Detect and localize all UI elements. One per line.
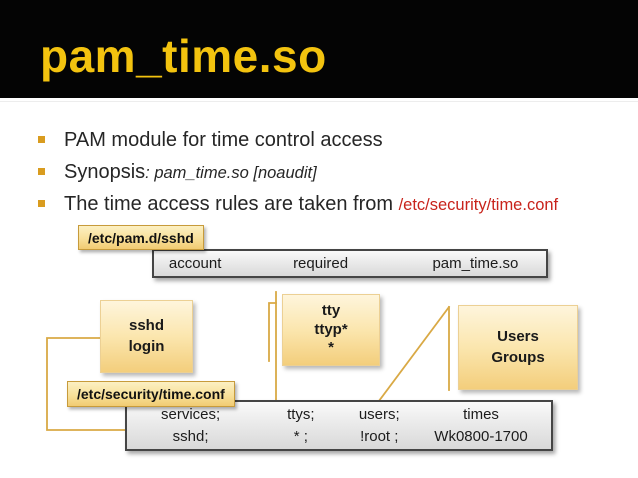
bullet-2-text: Synopsis [64,161,146,183]
services-box-line-1: sshd [128,317,164,335]
time-col-services: services; [161,406,221,424]
tty-box-line-3: * [328,339,334,357]
time-val-service: sshd; [172,427,209,445]
bullet-3-text: The time access rules are taken from [64,193,399,215]
users-groups-box: Users Groups [458,305,578,390]
users-diagonal-connector [371,305,451,411]
services-box: sshd login [100,300,193,373]
time-conf-table: services; ttys; users; times sshd; * ; !… [125,400,553,451]
tty-box: tty ttyp* * [282,294,380,366]
bullet-item-3: The time access rules are taken from /et… [38,192,624,217]
title-divider [0,99,638,102]
bullet-2-detail: : pam_time.so [noaudit] [145,164,317,182]
bullet-item-1: PAM module for time control access [38,128,624,153]
bullet-square-icon [38,136,45,143]
time-val-tty: * ; [293,427,308,445]
time-conf-file-label: /etc/security/time.conf [67,381,235,407]
bullet-1-text: PAM module for time control access [64,129,383,151]
bullet-3-path: /etc/security/time.conf [398,196,559,214]
time-col-users: users; [358,406,400,424]
time-val-user: !root ; [360,427,399,445]
time-val-time: Wk0800-1700 [434,427,528,445]
time-col-ttys: ttys; [287,406,315,424]
services-box-line-2: login [128,337,165,355]
pam-row-module: pam_time.so [432,255,519,272]
pam-file-label: /etc/pam.d/sshd [78,225,204,250]
tty-bracket [268,302,277,362]
pam-row-account: account [168,255,222,272]
bullet-square-icon [38,168,45,175]
users-box-line-1: Users [497,328,539,346]
title-bar: pam_time.so [0,0,638,98]
slide-title: pam_time.so [40,30,327,82]
users-box-line-2: Groups [491,348,545,366]
tty-box-line-1: tty [321,301,341,319]
time-col-times: times [463,406,499,424]
bullet-list: PAM module for time control access Synop… [38,128,624,224]
tty-box-line-2: ttyp* [314,320,348,338]
bullet-square-icon [38,200,45,207]
bullet-item-2: Synopsis: pam_time.so [noaudit] [38,160,624,185]
pam-config-row: account required pam_time.so [152,249,548,278]
pam-row-required: required [293,255,349,272]
